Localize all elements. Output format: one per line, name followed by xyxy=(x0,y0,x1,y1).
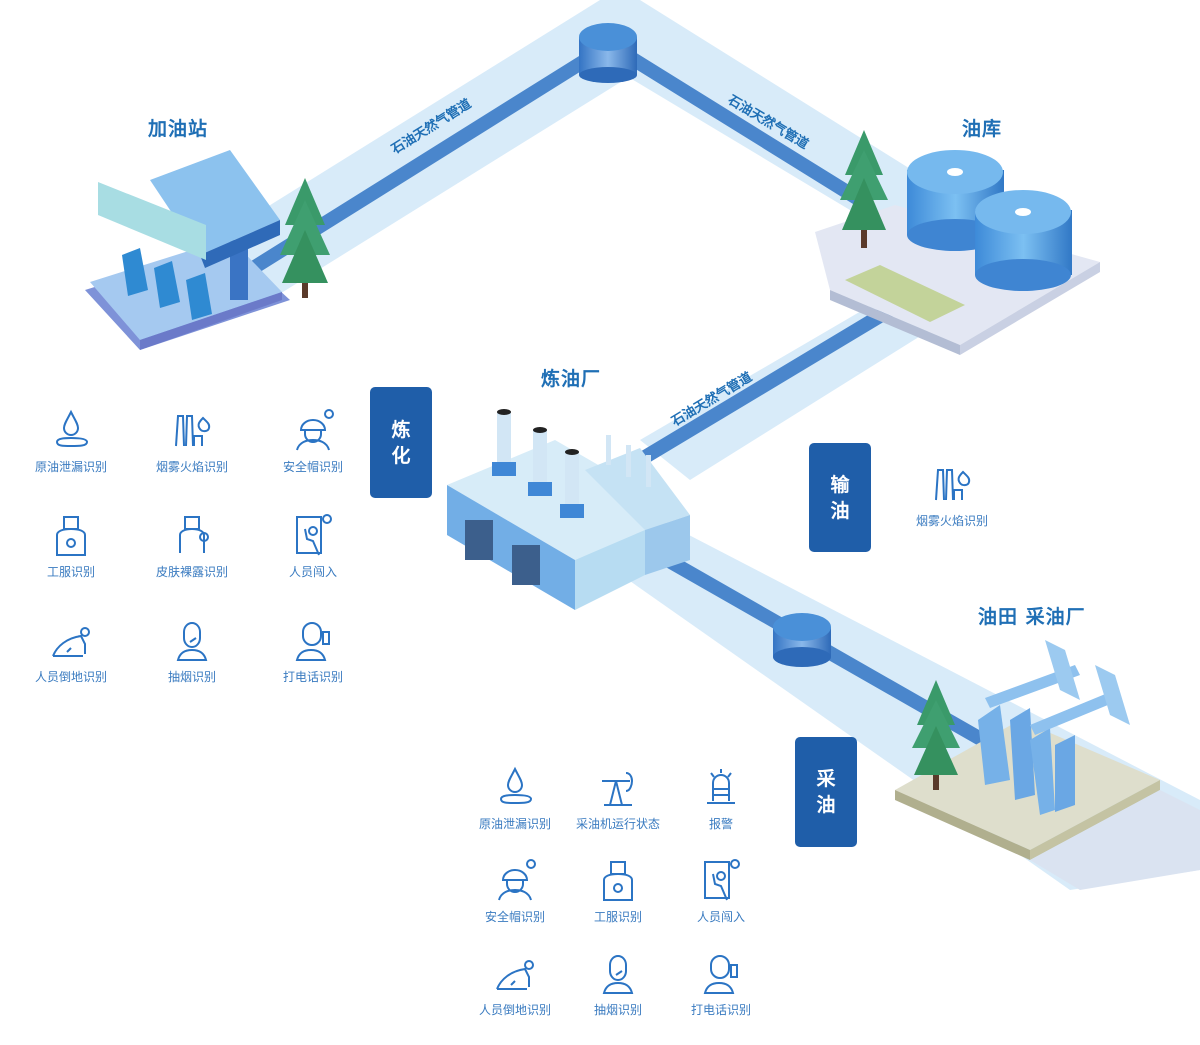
detection-label: 工服识别 xyxy=(593,910,642,924)
oilfield-illustration xyxy=(895,640,1200,890)
oil-depot-illustration xyxy=(815,150,1100,355)
detection-item: 报警 xyxy=(666,765,776,832)
detection-item: 烟雾火焰识别 xyxy=(137,408,247,475)
refinery-illustration xyxy=(447,409,690,610)
pipe-valve-to-depot xyxy=(608,41,867,207)
valve-bottom xyxy=(773,613,831,667)
detection-item: 人员闯入 xyxy=(258,513,368,580)
pipe-depot-to-refinery xyxy=(633,303,897,467)
phone-call-icon xyxy=(703,955,738,994)
detection-item: 原油泄漏识别 xyxy=(16,408,126,475)
detection-label: 工服识别 xyxy=(46,565,95,579)
detection-item: 抽烟识别 xyxy=(563,951,673,1018)
detection-label: 人员倒地识别 xyxy=(478,1003,551,1017)
intrusion-icon xyxy=(296,514,332,556)
smoking-icon xyxy=(602,955,634,994)
detection-label: 抽烟识别 xyxy=(167,670,216,684)
gas-station-illustration xyxy=(85,150,290,350)
tree-station xyxy=(280,178,330,298)
stage-badge-refining: 炼 化 xyxy=(370,387,432,498)
detection-label: 烟雾火焰识别 xyxy=(915,514,988,528)
detection-label: 人员倒地识别 xyxy=(34,670,107,684)
stage-badge-text: 化 xyxy=(391,444,411,467)
detection-item: 打电话识别 xyxy=(258,618,368,685)
helmet-icon xyxy=(296,409,334,451)
detection-item: 人员倒地识别 xyxy=(460,951,570,1018)
fall-down-icon xyxy=(496,960,534,990)
stage-badge-extraction: 采 油 xyxy=(795,737,857,847)
uniform-icon xyxy=(603,861,633,901)
stage-badge-text: 油 xyxy=(816,794,836,816)
detection-item: 皮肤裸露识别 xyxy=(137,513,247,580)
smoking-icon xyxy=(176,622,208,661)
detection-label: 打电话识别 xyxy=(282,670,343,684)
intrusion-icon xyxy=(704,859,740,901)
stage-badge-transport: 输 油 xyxy=(809,443,871,552)
detection-item: 抽烟识别 xyxy=(137,618,247,685)
fall-down-icon xyxy=(52,627,90,657)
oil-leak-icon xyxy=(499,766,533,804)
stage-badge-text: 输 xyxy=(830,473,850,496)
detection-label: 抽烟识别 xyxy=(593,1003,642,1017)
detection-label: 原油泄漏识别 xyxy=(478,817,551,831)
stage-badge-text: 炼 xyxy=(391,418,411,441)
uniform-icon xyxy=(56,516,86,556)
detection-item: 人员倒地识别 xyxy=(16,618,126,685)
detection-item: 原油泄漏识别 xyxy=(460,765,570,832)
refinery-title: 炼油厂 xyxy=(541,368,602,390)
detection-item: 安全帽识别 xyxy=(258,408,368,475)
helmet-icon xyxy=(498,859,536,901)
detection-label: 人员闯入 xyxy=(696,910,745,924)
detection-label: 原油泄漏识别 xyxy=(34,460,107,474)
detection-label: 打电话识别 xyxy=(690,1003,751,1017)
valve-top xyxy=(579,23,637,83)
detection-label: 安全帽识别 xyxy=(282,460,343,474)
smoke-fire-icon xyxy=(935,469,971,501)
stage-badge-text: 油 xyxy=(830,499,850,522)
band-depot-to-refinery xyxy=(640,300,930,480)
detection-item: 采油机运行状态 xyxy=(563,765,673,832)
smoke-fire-icon xyxy=(175,415,211,447)
detection-item: 烟雾火焰识别 xyxy=(897,462,1007,529)
phone-call-icon xyxy=(295,622,330,661)
detection-item: 工服识别 xyxy=(563,858,673,925)
detection-item: 安全帽识别 xyxy=(460,858,570,925)
tree-depot xyxy=(840,130,888,248)
stage-badge-text: 采 xyxy=(816,768,836,790)
detection-item: 工服识别 xyxy=(16,513,126,580)
detection-label: 安全帽识别 xyxy=(484,910,545,924)
detection-label: 人员闯入 xyxy=(288,565,337,579)
detection-label: 烟雾火焰识别 xyxy=(155,460,228,474)
pumpjack-icon xyxy=(602,772,634,806)
oilfield-title: 油田 采油厂 xyxy=(978,606,1086,628)
detection-item: 人员闯入 xyxy=(666,858,776,925)
detection-label: 采油机运行状态 xyxy=(575,817,660,831)
tree-oilfield xyxy=(912,680,960,790)
detection-item: 打电话识别 xyxy=(666,951,776,1018)
oil-depot-title: 油库 xyxy=(962,118,1003,140)
gas-station-title: 加油站 xyxy=(148,118,209,140)
alarm-icon xyxy=(707,769,735,804)
detection-label: 报警 xyxy=(708,817,733,831)
skin-exposure-icon xyxy=(179,516,209,553)
oil-leak-icon xyxy=(55,409,89,447)
detection-label: 皮肤裸露识别 xyxy=(155,565,228,579)
